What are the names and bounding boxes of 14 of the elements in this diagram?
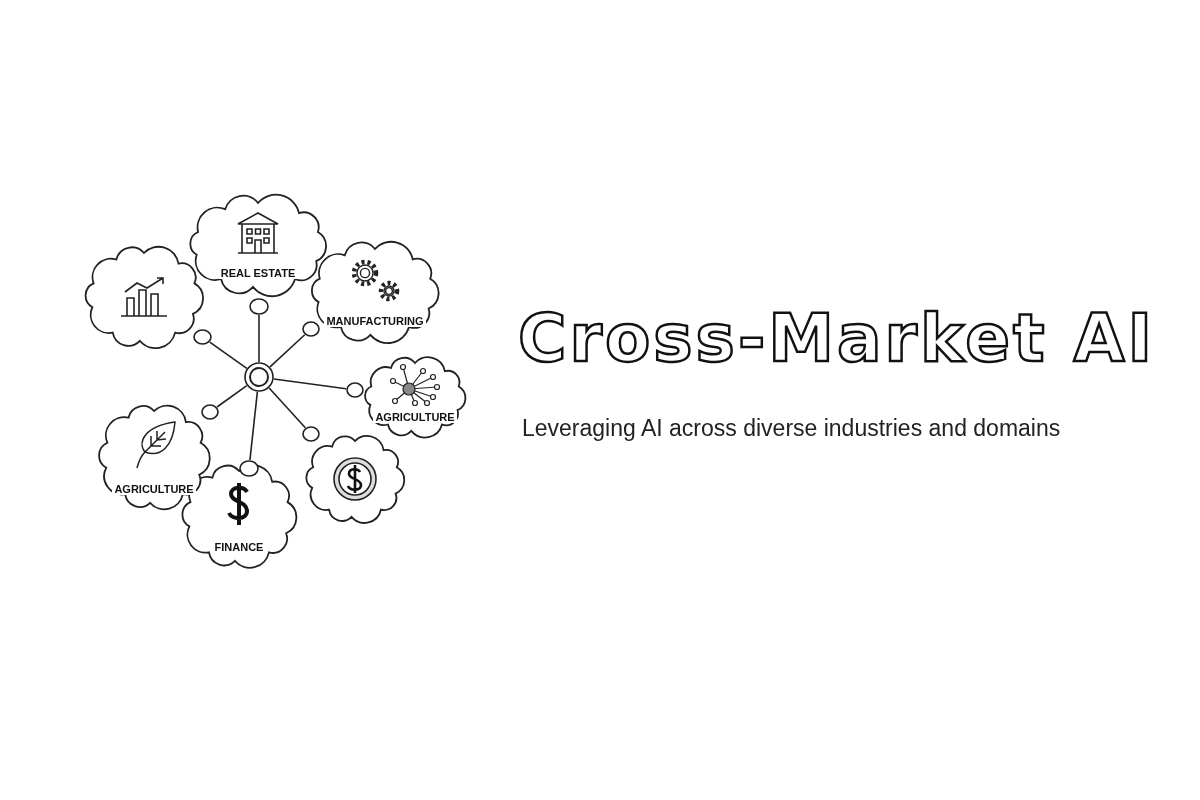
subtitle: Leveraging AI across diverse industries and domains — [522, 415, 1061, 442]
node-label: MANUFACTURING — [324, 315, 426, 327]
connector-line — [208, 341, 248, 370]
node-label: FINANCE — [212, 541, 266, 553]
node-label: AGRICULTURE — [373, 411, 457, 423]
node-label: AGRICULTURE — [112, 483, 196, 495]
connector-line — [273, 378, 347, 390]
connector-line — [269, 333, 306, 368]
connector-line — [268, 387, 307, 429]
title: Cross-Market AI — [518, 300, 1156, 377]
node-label: REAL ESTATE — [218, 267, 298, 279]
connector-line — [258, 314, 260, 363]
connector-line — [216, 384, 248, 408]
connector-line — [249, 391, 259, 461]
